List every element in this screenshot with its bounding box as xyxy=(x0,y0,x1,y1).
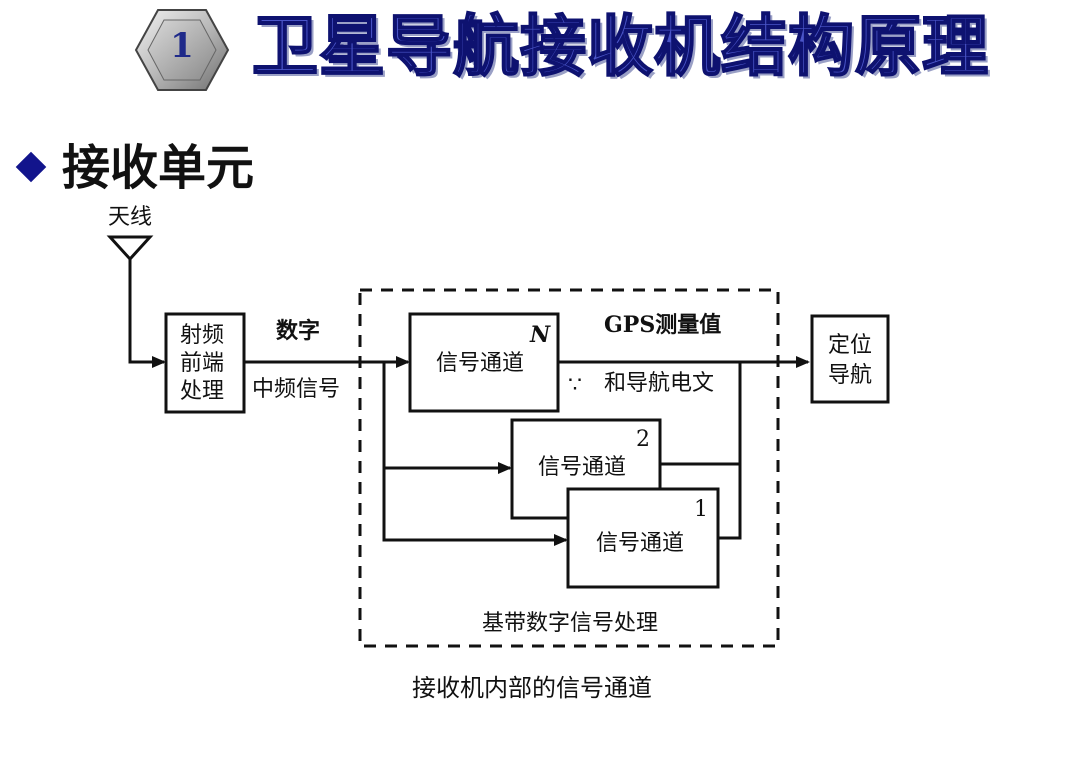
section-heading: 接收单元 xyxy=(62,140,255,196)
diagram-caption: 接收机内部的信号通道 xyxy=(412,674,652,702)
antenna-icon xyxy=(106,235,154,262)
output-label-line2: 和导航电文 xyxy=(604,371,714,396)
branch-line-channel-1 xyxy=(382,468,568,546)
channel-1-index: 1 xyxy=(694,497,708,522)
channel-1-label: 信号通道 xyxy=(596,531,684,556)
channel-1-output-line xyxy=(718,464,742,540)
output-label-line1: GPS测量值 xyxy=(604,312,721,338)
if-signal-line1: 数字 xyxy=(276,318,320,344)
channel-1-box xyxy=(566,487,720,589)
channel-2-index: 2 xyxy=(636,427,650,452)
rf-frontend-line2: 前端 xyxy=(180,351,224,376)
positioning-line2: 导航 xyxy=(828,363,872,388)
if-signal-line2: 中频信号 xyxy=(252,377,340,402)
page-title: 卫星导航接收机结构原理 xyxy=(251,6,989,86)
channel-n-label: 信号通道 xyxy=(436,351,524,376)
baseband-region xyxy=(358,288,780,648)
channel-ellipsis: ∵ xyxy=(568,373,582,398)
baseband-label: 基带数字信号处理 xyxy=(482,611,658,636)
channel-n-index: N xyxy=(529,322,551,348)
positioning-line1: 定位 xyxy=(828,333,872,358)
hexagon-badge-icon xyxy=(134,9,230,91)
antenna-label: 天线 xyxy=(108,205,152,230)
title-badge-number: 1 xyxy=(170,26,194,66)
antenna-feed-line xyxy=(128,259,166,368)
rf-frontend-line3: 处理 xyxy=(180,379,224,404)
rf-frontend-line1: 射频 xyxy=(180,323,224,348)
positioning-box xyxy=(810,314,890,404)
channel-2-label: 信号通道 xyxy=(538,455,626,480)
